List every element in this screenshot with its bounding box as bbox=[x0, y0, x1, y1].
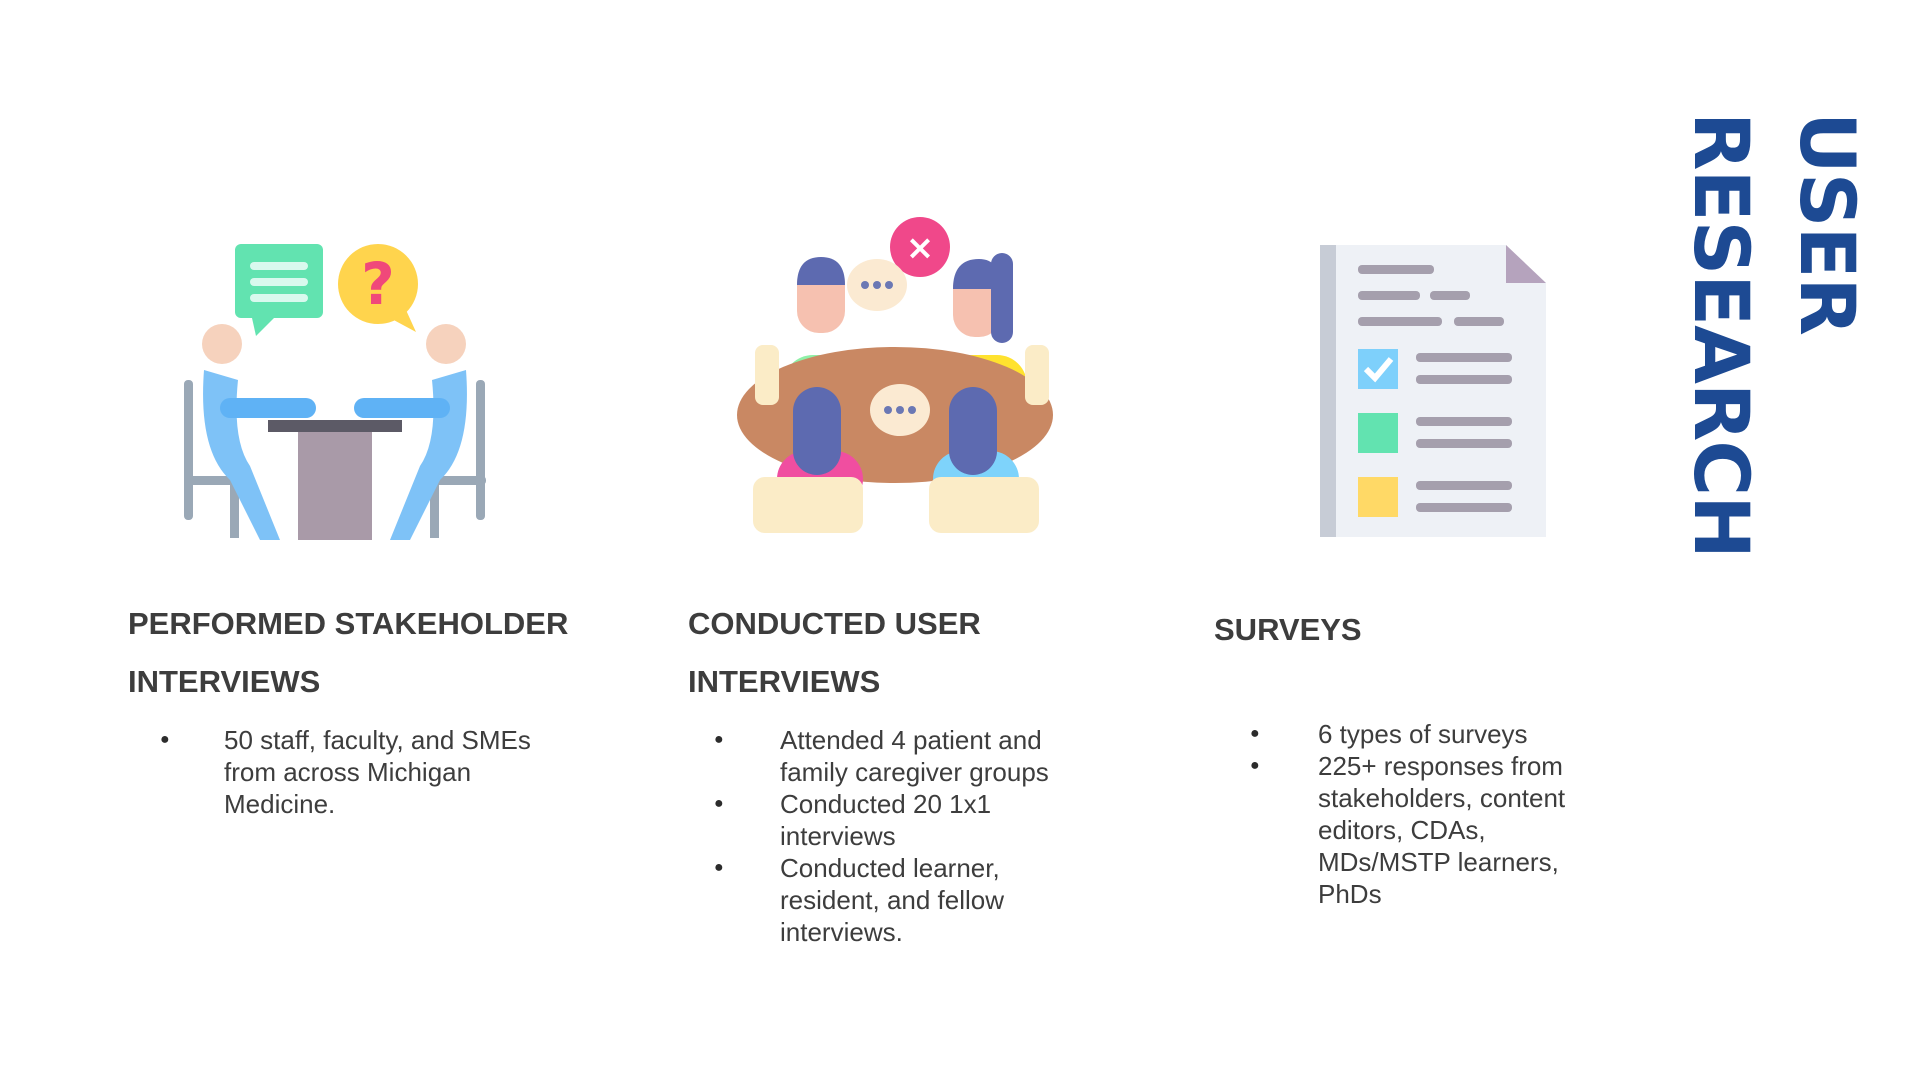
group-meeting-icon: × bbox=[737, 217, 1053, 533]
stakeholder-interviews-heading: PERFORMED STAKEHOLDER INTERVIEWS bbox=[128, 606, 569, 699]
list-item: 6 types of surveys bbox=[1250, 718, 1618, 750]
surveys-heading: SURVEYS bbox=[1214, 612, 1362, 647]
page-title: USER RESEARCH bbox=[1675, 112, 1875, 592]
list-item: Conducted 20 1x1 interviews bbox=[714, 788, 1100, 852]
list-item: 50 staff, faculty, and SMEs from across … bbox=[160, 724, 544, 820]
surveys-list: 6 types of surveys 225+ responses from s… bbox=[1250, 718, 1618, 910]
user-interviews-list: Attended 4 patient and family caregiver … bbox=[714, 724, 1100, 948]
user-interviews-heading: CONDUCTED USER INTERVIEWS bbox=[688, 606, 981, 699]
survey-document-icon bbox=[1320, 245, 1546, 537]
list-item: Attended 4 patient and family caregiver … bbox=[714, 724, 1100, 788]
title-line-research: RESEARCH bbox=[1677, 112, 1766, 558]
list-item: 225+ responses from stakeholders, conten… bbox=[1250, 750, 1618, 910]
list-item: Conducted learner, resident, and fellow … bbox=[714, 852, 1100, 948]
title-line-user: USER bbox=[1783, 112, 1872, 335]
svg-text:×: × bbox=[906, 228, 935, 268]
stakeholder-interview-icon: ? bbox=[184, 244, 486, 540]
svg-text:?: ? bbox=[361, 250, 395, 318]
stakeholder-interviews-list: 50 staff, faculty, and SMEs from across … bbox=[160, 724, 544, 820]
